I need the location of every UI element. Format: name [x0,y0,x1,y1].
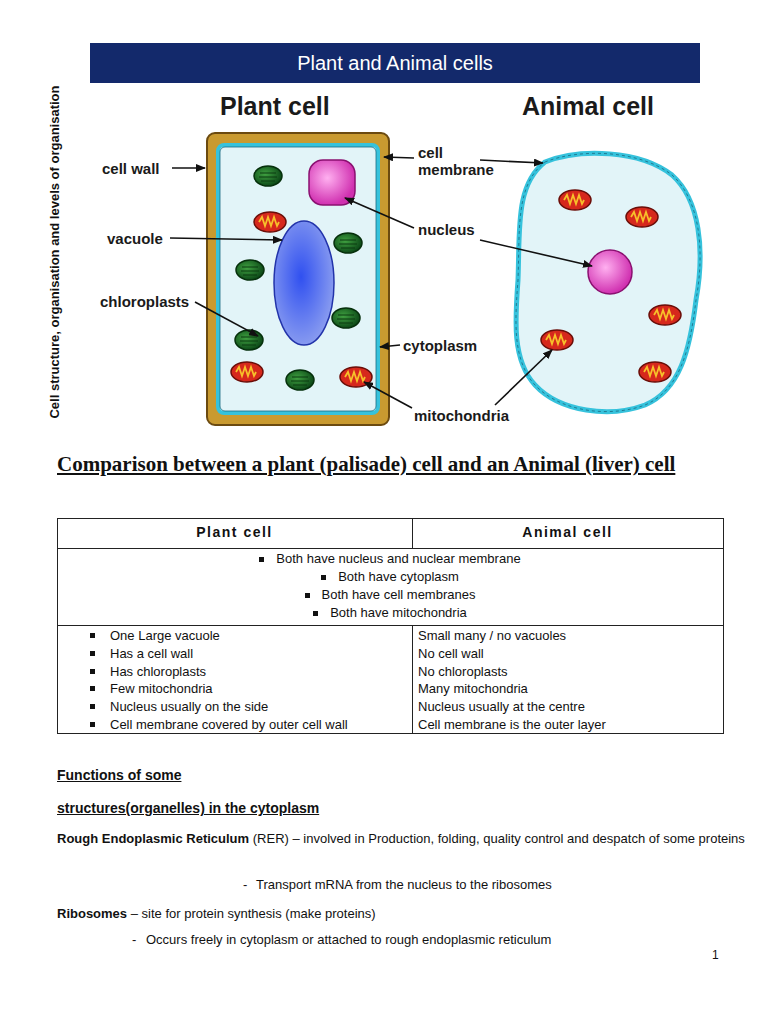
part-label: cell wall [102,160,160,177]
bullet [305,593,310,598]
cell-wall [207,133,389,425]
bullet [90,669,95,674]
animal-nucleus [588,250,632,294]
bullet [90,722,95,727]
table-cell: Both have cytoplasm [338,569,459,584]
table-row: Both have cytoplasm [57,568,723,585]
term: Rough Endoplasmic Reticulum [57,831,249,846]
table-row: Both have cell membranes [57,586,723,603]
table-row: Both have mitochondria [57,604,723,621]
plant-cytoplasm [218,145,378,413]
paragraph: Ribosomes – site for protein synthesis (… [57,905,717,923]
cell-heading: Animal cell [522,92,654,121]
bullet [313,611,318,616]
table-cell: One Large vacuole [110,627,408,644]
table-cell: Both have mitochondria [330,605,467,620]
definition: – site for protein synthesis (make prote… [131,906,376,921]
animal-cell [516,153,700,411]
table-cell: Both have cell membranes [322,587,476,602]
term: Ribosomes [57,906,127,921]
bullet [90,633,95,638]
table-cell: Nucleus usually on the side [110,698,408,715]
definition: (RER) – involved in Production, folding,… [253,831,745,846]
paragraph: Rough Endoplasmic Reticulum (RER) – invo… [57,830,768,848]
bullet [90,686,95,691]
part-label: chloroplasts [100,293,189,310]
section-heading: Comparison between a plant (palisade) ce… [57,452,717,477]
part-label: vacuole [107,230,163,247]
table-header: Animal cell [412,524,723,540]
table-row: Both have nucleus and nuclear membrane [57,550,723,567]
bullet [259,557,264,562]
table-cell: Both have nucleus and nuclear membrane [276,551,520,566]
comparison-table [57,518,724,734]
table-cell: Has chloroplasts [110,663,408,680]
table-cell: Cell membrane is the outer layer [418,716,718,733]
section-heading: structures(organelles) in the cytoplasm [57,800,319,816]
table-cell: Nucleus usually at the centre [418,698,718,715]
title-banner [90,43,700,83]
cell-heading: Plant cell [220,92,330,121]
table-cell: Has a cell wall [110,645,408,662]
table-cell: Few mitochondria [110,680,408,697]
note: Occurs freely in cytoplasm or attached t… [146,931,716,949]
bullet [321,575,326,580]
dash: - [243,876,247,894]
leader-lines [170,157,592,408]
table-header: Plant cell [57,524,412,540]
table-cell: No cell wall [418,645,718,662]
side-heading: Cell structure, organisation and levels … [47,57,63,447]
note: Transport mRNA from the nucleus to the r… [256,876,716,894]
vacuole [274,221,334,345]
table-cell: Many mitochondria [418,680,718,697]
bullet [90,651,95,656]
plant-nucleus [309,160,355,205]
page-number: 1 [712,948,719,962]
dash: - [132,931,136,949]
section-heading: Functions of some [57,767,181,783]
part-label: nucleus [418,221,475,238]
part-label: cell membrane [418,144,488,178]
illustration-ground [90,88,700,442]
table-cell: Small many / no vacuoles [418,627,718,644]
part-label: cytoplasm [403,337,477,354]
table-cell: Cell membrane covered by outer cell wall [110,716,408,733]
part-label: mitochondria [414,407,509,424]
table-cell: No chloroplasts [418,663,718,680]
title-text: Plant and Animal cells [90,43,700,83]
bullet [90,704,95,709]
